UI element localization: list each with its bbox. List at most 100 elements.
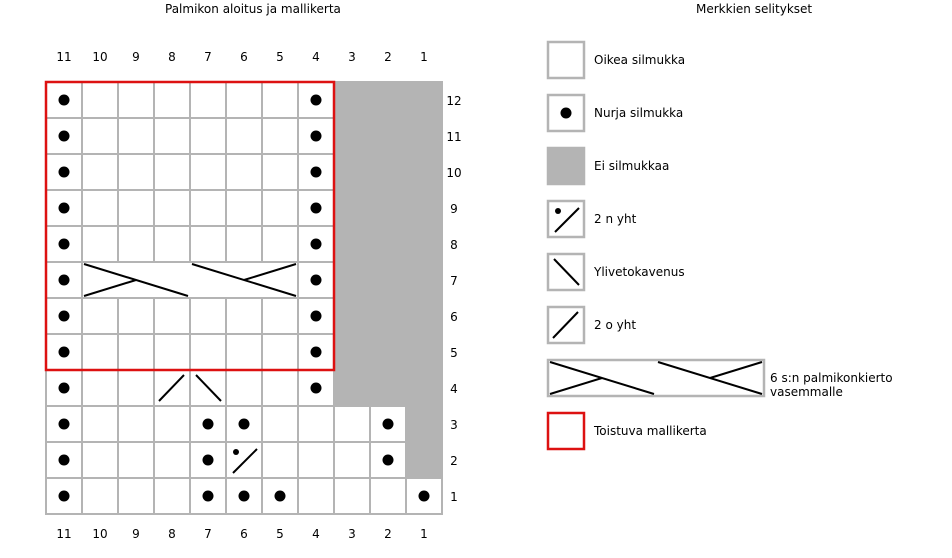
chart-cell: [369, 477, 407, 515]
symbol-p: [310, 202, 322, 214]
legend-title: Merkkien selitykset: [696, 2, 813, 16]
chart-title: Palmikon aloitus ja mallikerta: [165, 2, 341, 16]
chart-cell: [189, 117, 227, 155]
purl-dot-icon: [310, 94, 322, 106]
column-number-bottom: 4: [312, 527, 320, 541]
purl-dot-icon: [202, 418, 214, 430]
symbol-ss: [195, 374, 222, 402]
row-number: 12: [446, 94, 462, 108]
chart-cell: [189, 81, 227, 119]
symbol-x: [334, 262, 370, 298]
chart-cell: [117, 441, 155, 479]
symbol-ss: [553, 258, 580, 286]
no-stitch-fill: [334, 82, 370, 118]
symbol-c: [83, 263, 297, 297]
purl-dot-icon: [58, 382, 70, 394]
chart-cell: [189, 225, 227, 263]
no-stitch-fill: [406, 298, 442, 334]
column-number-bottom: 7: [204, 527, 212, 541]
no-stitch-fill: [370, 334, 406, 370]
chart-cell: [117, 297, 155, 335]
symbol-p: [58, 202, 70, 214]
symbol-x: [406, 154, 442, 190]
no-stitch-fill: [334, 370, 370, 406]
symbol-p: [310, 130, 322, 142]
no-stitch-fill: [370, 118, 406, 154]
purl-dot-icon: [58, 418, 70, 430]
chart-cell: [261, 405, 299, 443]
chart-cell: [225, 117, 263, 155]
chart-cell: [189, 189, 227, 227]
symbol-p: [58, 166, 70, 178]
column-number-top: 11: [56, 50, 72, 64]
legend-label: Oikea silmukka: [594, 53, 686, 67]
no-stitch-fill: [370, 226, 406, 262]
chart-cell: [153, 189, 191, 227]
ssk-line-icon: [553, 258, 580, 286]
chart-cell: [117, 153, 155, 191]
chart-cell: [153, 477, 191, 515]
symbol-p: [202, 490, 214, 502]
symbol-p: [274, 490, 286, 502]
symbol-p: [58, 238, 70, 250]
chart-cell: [153, 405, 191, 443]
symbol-x: [548, 148, 584, 184]
chart-cell: [225, 81, 263, 119]
column-number-top: 8: [168, 50, 176, 64]
no-stitch-fill: [334, 118, 370, 154]
column-number-top: 7: [204, 50, 212, 64]
cable-line-icon: [83, 279, 137, 297]
column-number-top: 1: [420, 50, 428, 64]
row-number: 5: [450, 346, 458, 360]
no-stitch-fill: [370, 154, 406, 190]
chart-cell: [117, 189, 155, 227]
purl-dot-icon: [58, 202, 70, 214]
chart-cell: [297, 405, 335, 443]
symbol-p: [310, 310, 322, 322]
chart-cell: [261, 333, 299, 371]
purl-dot-icon: [58, 454, 70, 466]
symbol-x: [406, 262, 442, 298]
chart-cell: [261, 81, 299, 119]
symbol-x: [334, 118, 370, 154]
chart-cell: [405, 477, 443, 515]
legend-label: Toistuva mallikerta: [594, 424, 707, 438]
symbol-x: [370, 334, 406, 370]
symbol-p: [58, 490, 70, 502]
chart-cell: [117, 369, 155, 407]
purl-dot-icon: [418, 490, 430, 502]
chart-cell: [81, 261, 299, 299]
purl-dot-icon: [382, 418, 394, 430]
chart-cell: [333, 405, 371, 443]
row-number: 11: [446, 130, 462, 144]
legend-box: [546, 146, 586, 186]
no-stitch-fill: [370, 262, 406, 298]
symbol-x: [406, 190, 442, 226]
chart-cell: [189, 153, 227, 191]
column-number-top: 3: [348, 50, 356, 64]
column-number-top: 5: [276, 50, 284, 64]
symbol-p: [560, 107, 572, 119]
symbol-p: [58, 454, 70, 466]
no-stitch-fill: [370, 82, 406, 118]
symbol-p: [58, 130, 70, 142]
no-stitch-fill: [406, 190, 442, 226]
column-number-bottom: 10: [92, 527, 108, 541]
symbol-x: [406, 82, 442, 118]
symbol-x: [334, 82, 370, 118]
chart-cell: [153, 81, 191, 119]
chart-cell: [81, 81, 119, 119]
chart-cell: [225, 297, 263, 335]
chart-cell: [117, 81, 155, 119]
no-stitch-fill: [334, 154, 370, 190]
purl-dot-icon: [58, 166, 70, 178]
legend-box: [546, 305, 586, 345]
chart-cell: [189, 333, 227, 371]
purl-dot-icon: [310, 382, 322, 394]
purl-dot-icon: [58, 274, 70, 286]
column-number-bottom: 1: [420, 527, 428, 541]
column-number-top: 4: [312, 50, 320, 64]
chart-cell: [117, 117, 155, 155]
purl-dot-icon: [233, 449, 239, 455]
symbol-p: [58, 274, 70, 286]
